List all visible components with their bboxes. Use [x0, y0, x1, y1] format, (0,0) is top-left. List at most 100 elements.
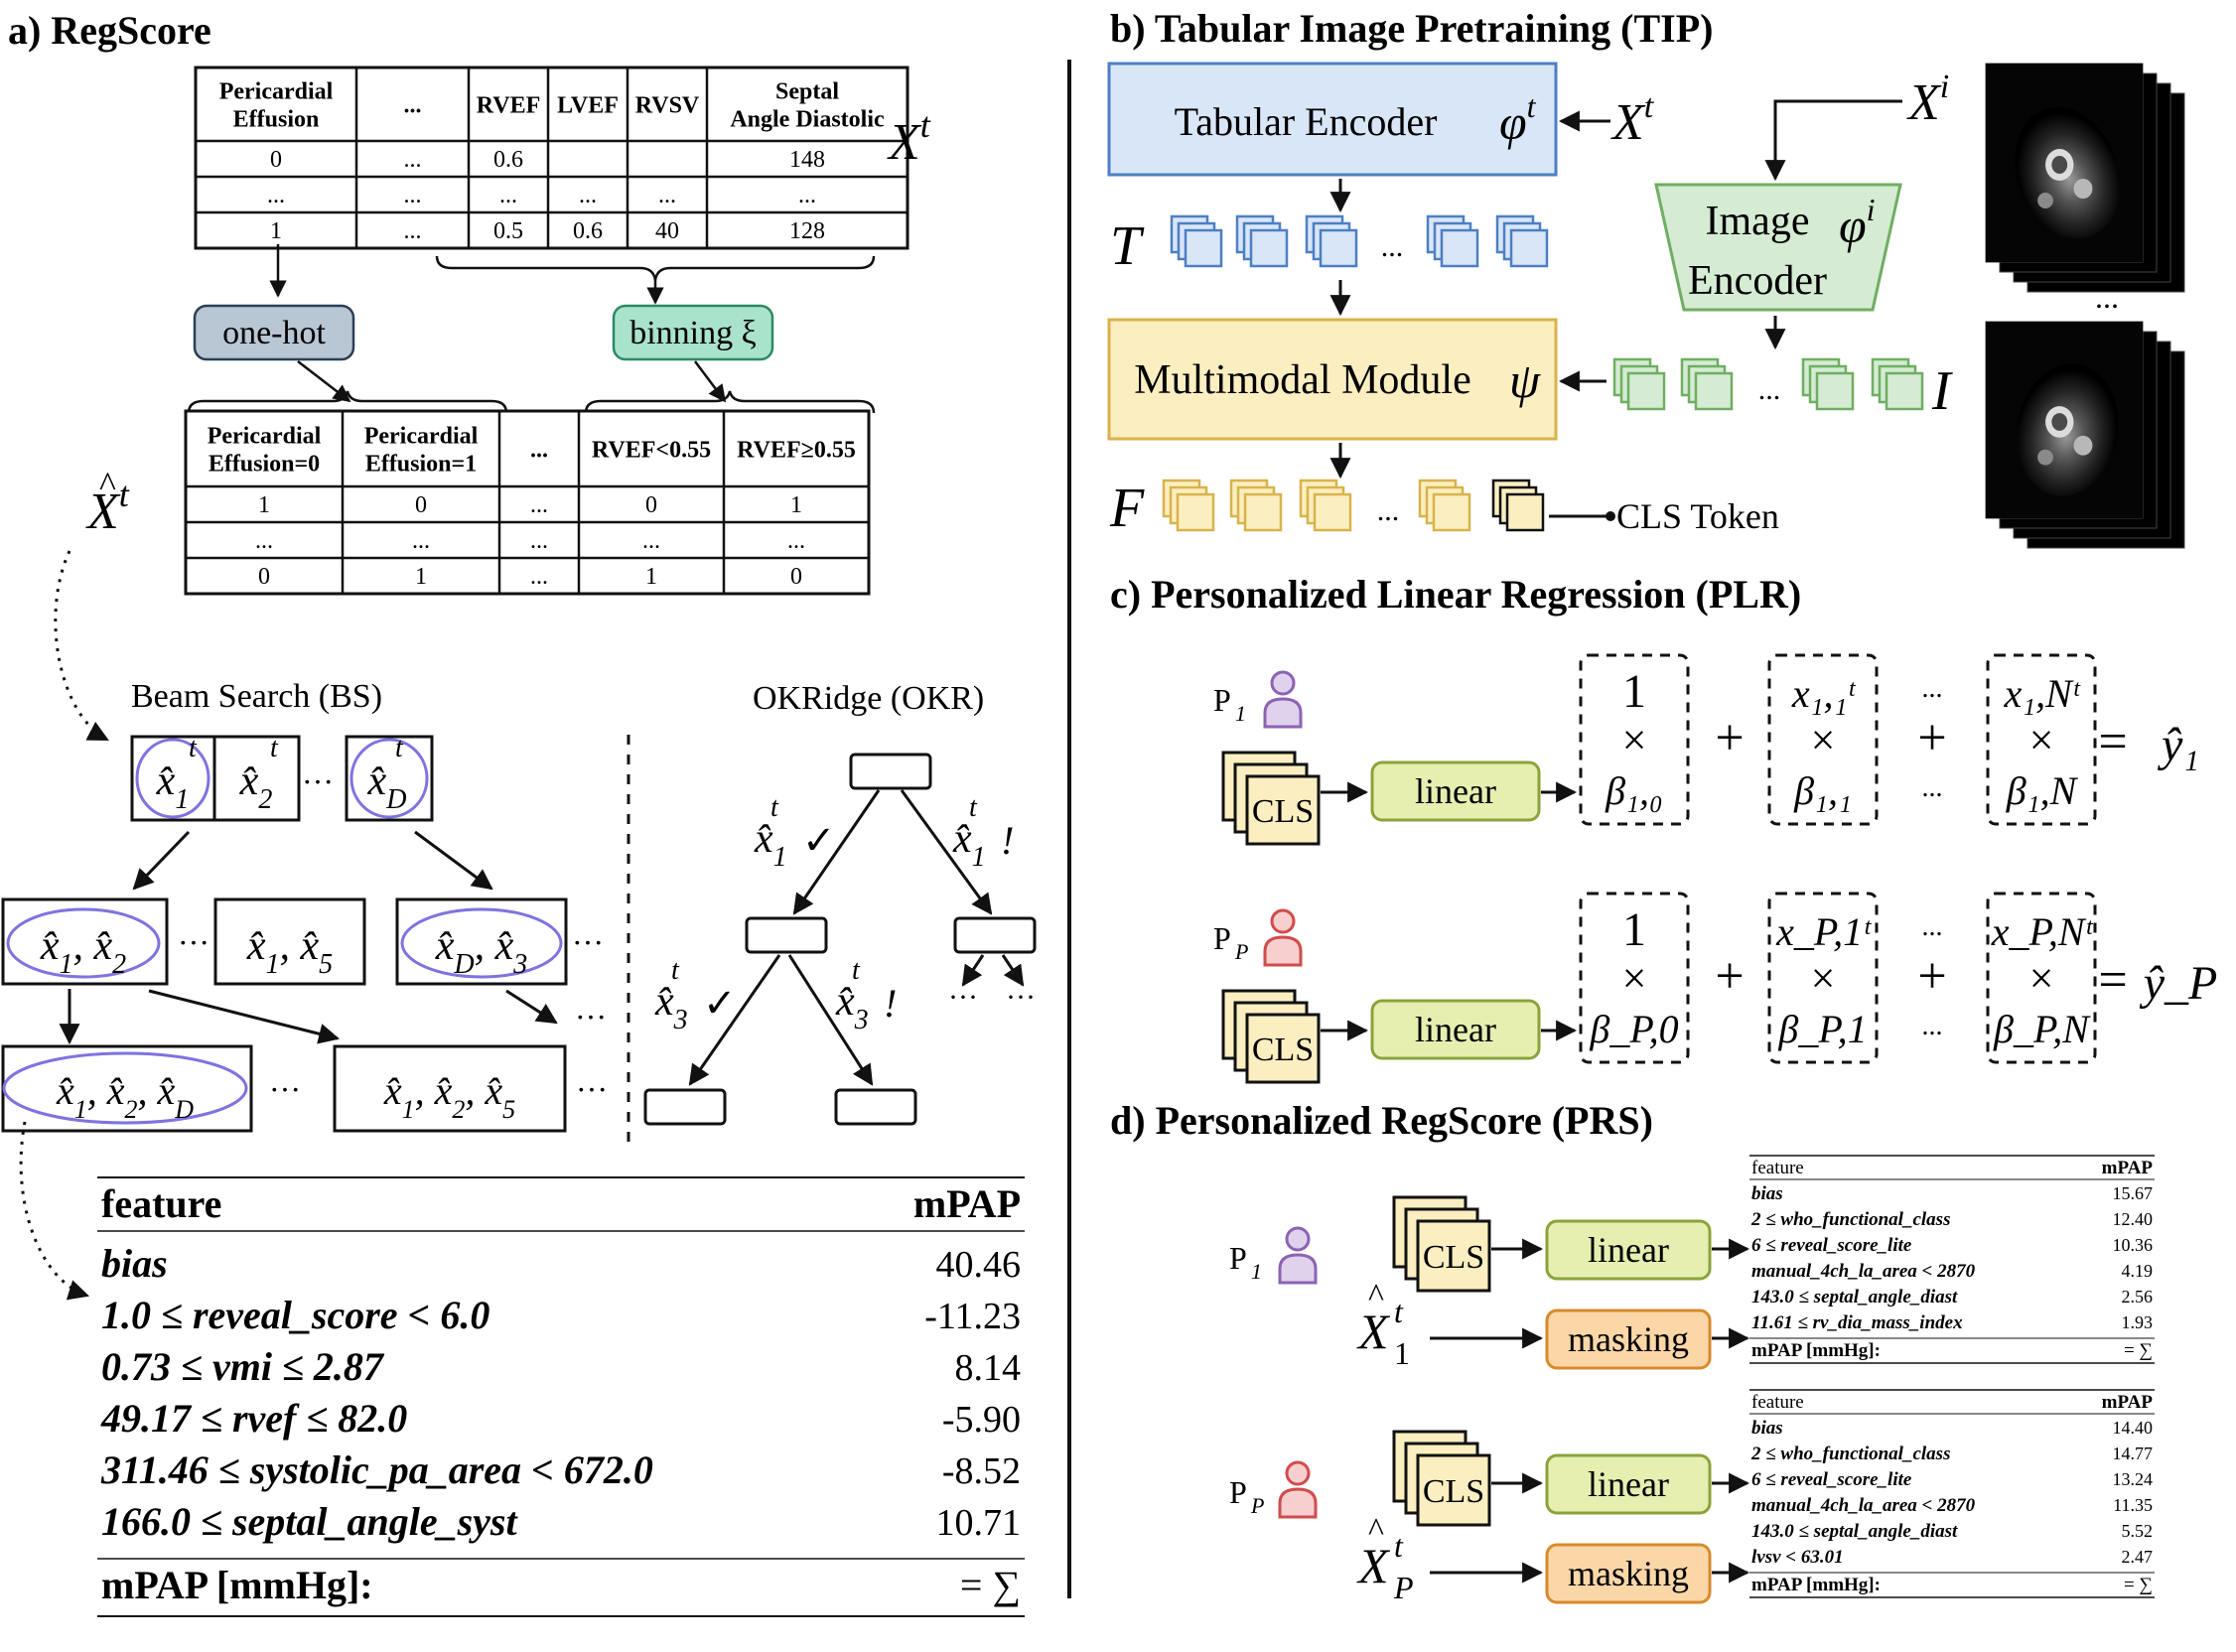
- svg-text:CLS: CLS: [1252, 1032, 1314, 1068]
- F-token: [1418, 479, 1471, 532]
- svg-text:!: !: [1001, 818, 1014, 863]
- binned-table-cell: 0: [258, 564, 270, 590]
- F-token: [1299, 479, 1352, 532]
- binned-brace-left: [187, 390, 508, 414]
- score-row-value: -8.52: [942, 1450, 1021, 1492]
- svg-text:···: ···: [178, 924, 210, 960]
- svg-text:x̂3: x̂3: [835, 979, 869, 1035]
- plr-times: ×: [2029, 954, 2054, 1003]
- input-table-cell: ...: [267, 183, 285, 208]
- svg-text:···: ···: [302, 763, 334, 799]
- svg-text:···: ···: [269, 1071, 301, 1107]
- svg-text:x̂1, x̂2, x̂5: x̂1, x̂2, x̂5: [383, 1068, 515, 1124]
- prs-table-value: 10.36: [2113, 1235, 2154, 1255]
- prs-table-value: 14.77: [2113, 1444, 2154, 1463]
- beam-search-row1: x̂1 t x̂2 t ··· x̂D t: [130, 733, 434, 822]
- plr-term-top: x_P,1ᵗ: [1775, 909, 1872, 954]
- onehot-box: [193, 304, 355, 361]
- beam-search-title: Beam Search (BS): [131, 678, 382, 715]
- plr-term-top: 1: [1622, 665, 1646, 718]
- svg-text:t: t: [189, 733, 198, 763]
- prs-masking-box: [1545, 1543, 1712, 1604]
- plr-term-bot: β_P,N: [1993, 1007, 2091, 1051]
- tabular-encoder-box: [1107, 62, 1558, 177]
- plr-plus: +: [1715, 710, 1744, 766]
- cls-token-label: CLS Token: [1616, 496, 1779, 536]
- score-row-value: -5.90: [942, 1399, 1021, 1441]
- I-token: [1612, 357, 1666, 411]
- input-table-header-cell: Pericardial: [219, 78, 334, 104]
- mri-stack-bottom: [1985, 321, 2185, 549]
- plr-term-bot: β₁,N: [2006, 768, 2079, 813]
- input-table-cell: 0: [270, 147, 282, 173]
- plr-linear-box: [1370, 999, 1541, 1060]
- plr-dashed-box: [1767, 653, 1879, 826]
- mri-stack-dots: ...: [2095, 279, 2119, 315]
- binned-table-cell: ...: [642, 528, 660, 554]
- score-row-feature: 49.17 ≤ rvef ≤ 82.0: [100, 1396, 407, 1441]
- arrow-onehot-down: [297, 360, 351, 403]
- I-token: [1871, 357, 1924, 411]
- score-row-feature: 166.0 ≤ septal_angle_syst: [101, 1499, 519, 1544]
- plr-dots: ...: [1922, 772, 1943, 803]
- mri-stack-top: [1985, 63, 2185, 293]
- plr-dots: ...: [1922, 673, 1943, 704]
- prs-input-hat: ^: [1368, 1512, 1384, 1549]
- prs-table-feature: lvsv < 63.01: [1751, 1547, 1844, 1568]
- input-table-header-cell: RVEF: [477, 92, 541, 118]
- T-token: [1495, 214, 1549, 268]
- svg-text:CLS: CLS: [1423, 1473, 1484, 1510]
- binned-table-header-cell: Pericardial: [364, 423, 479, 449]
- T-dots: ...: [1381, 230, 1404, 263]
- plr-dots: ...: [1922, 911, 1943, 942]
- prs-input-sub: 1: [1394, 1335, 1410, 1371]
- score-footer-sum: = ∑: [960, 1563, 1021, 1607]
- plr-cls-stack: CLS: [1221, 989, 1321, 1084]
- input-table-cell: 0.6: [493, 147, 523, 173]
- svg-text:x̂1: x̂1: [952, 816, 986, 873]
- prs-masking-box-label: masking: [1568, 1319, 1689, 1359]
- F-label: F: [1109, 478, 1145, 539]
- tip-input-img: Xi: [1906, 69, 1949, 131]
- svg-text:x̂1: x̂1: [156, 758, 190, 815]
- image-encoder-label-1: Image: [1706, 199, 1810, 244]
- prs-table-feature: manual_4ch_la_area < 2870: [1751, 1495, 1976, 1516]
- prs-table-header-mpap: mPAP: [2102, 1158, 2154, 1178]
- prs-table-value: 11.35: [2113, 1495, 2153, 1515]
- F-token: [1162, 479, 1215, 532]
- svg-text:···: ···: [576, 1071, 608, 1107]
- prs-linear-box-label: linear: [1588, 1230, 1669, 1270]
- score-row-feature: 1.0 ≤ reveal_score < 6.0: [101, 1293, 489, 1337]
- plr-term-top: x₁,Nᵗ: [2003, 671, 2080, 716]
- svg-text:✓: ✓: [802, 818, 836, 863]
- panel-title-d: d) Personalized RegScore (PRS): [1110, 1098, 1653, 1143]
- binned-table-header-cell: RVEF<0.55: [592, 437, 711, 463]
- svg-text:t: t: [395, 733, 404, 763]
- F-cls-token: [1491, 479, 1545, 532]
- score-row-feature: bias: [101, 1241, 168, 1286]
- svg-text:t: t: [770, 792, 779, 823]
- binned-table-cell: 1: [790, 492, 802, 518]
- prs-person-label: P: [1229, 1474, 1247, 1510]
- plr-person-label: P: [1213, 920, 1231, 956]
- tabular-encoder-label: Tabular Encoder: [1175, 99, 1438, 144]
- F-token: [1229, 479, 1283, 532]
- binned-table-cell: ...: [787, 528, 805, 554]
- score-row-value: -11.23: [924, 1296, 1021, 1337]
- prs-table-footer-label: mPAP [mmHg]:: [1751, 1575, 1881, 1595]
- T-token: [1170, 214, 1223, 268]
- prs-cls-stack: CLS: [1392, 1195, 1491, 1293]
- I-token: [1680, 357, 1734, 411]
- T-label: T: [1110, 215, 1145, 277]
- input-table-cell: ...: [499, 183, 517, 208]
- input-table-header-cell: ...: [404, 92, 422, 118]
- score-row-value: 10.71: [936, 1502, 1022, 1544]
- prs-input-sup: t: [1394, 1294, 1404, 1329]
- plr-term-top: x₁,₁ᵗ: [1791, 671, 1857, 716]
- image-encoder-box: [1654, 183, 1902, 312]
- prs-table-value: 14.40: [2113, 1418, 2154, 1438]
